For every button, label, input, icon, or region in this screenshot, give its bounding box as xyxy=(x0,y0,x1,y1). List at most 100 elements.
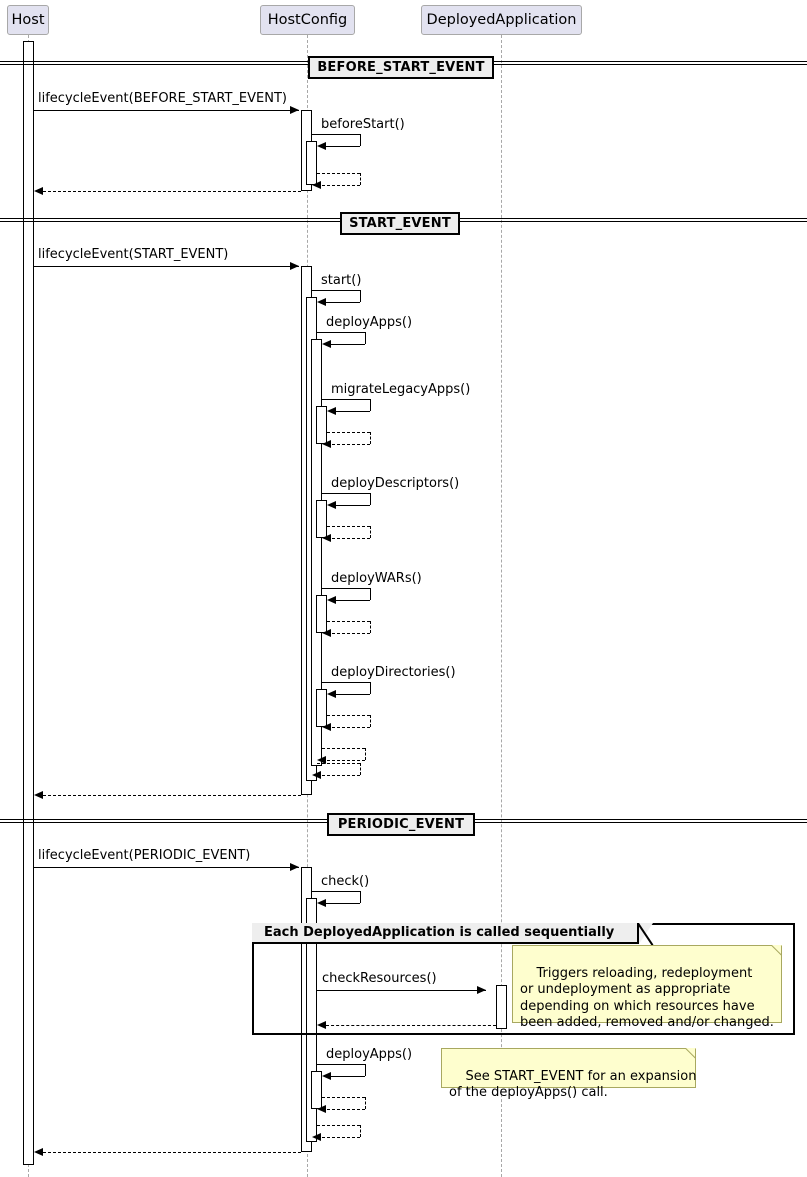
message-line-deploy-apps-ret-top xyxy=(322,748,365,749)
arrow-check-return xyxy=(312,1132,321,1141)
message-label-deploy-apps-periodic: deployApps() xyxy=(326,1047,413,1062)
activation-hostconfig-start-l3 xyxy=(311,339,322,766)
divider-before-start: BEFORE_START_EVENT xyxy=(308,56,494,79)
message-label-check-resources: checkResources() xyxy=(322,971,437,986)
arrow-migrate-legacy-apps xyxy=(327,406,336,415)
arrow-lifecycle-start xyxy=(290,261,299,270)
message-line-deploy-apps-periodic-bot xyxy=(327,1076,365,1077)
activation-host-root xyxy=(23,41,34,1165)
message-line-migrate-ret-bot xyxy=(332,444,370,445)
note-deploy-apps-fold-icon xyxy=(686,1048,696,1058)
participant-deployedapplication[interactable]: DeployedApplication xyxy=(421,5,582,35)
message-line-directories-ret-top xyxy=(327,715,370,716)
note-check-resources: Triggers reloading, redeployment or unde… xyxy=(512,945,782,1030)
arrow-migrate-legacy-apps-return xyxy=(322,439,331,448)
group-header-cut-corner xyxy=(639,923,653,944)
group-header-each-deployedapplication: Each DeployedApplication is called seque… xyxy=(252,923,639,944)
message-line-before-start-bot xyxy=(322,146,360,147)
message-line-descriptors-top xyxy=(322,493,370,494)
arrow-deploy-apps-periodic xyxy=(322,1071,331,1080)
activation-hostconfig-beforestart-l2 xyxy=(306,141,317,185)
message-label-deploy-descriptors: deployDescriptors() xyxy=(331,476,460,491)
arrow-check-resources xyxy=(477,985,486,994)
message-line-wars-ret-top xyxy=(327,621,370,622)
arrow-deploy-apps xyxy=(322,339,331,348)
participant-hostconfig-label: HostConfig xyxy=(267,12,348,28)
arrow-deploy-apps-return xyxy=(317,755,326,764)
message-line-directories-ret-bot xyxy=(332,727,370,728)
participant-host[interactable]: Host xyxy=(7,5,49,35)
message-line-migrate-bot xyxy=(332,411,370,412)
message-line-check-ret-bot xyxy=(322,1137,360,1138)
arrow-deploy-directories xyxy=(327,689,336,698)
arrow-lifecycle-before-start-return xyxy=(34,186,43,195)
message-line-deploy-apps-bot xyxy=(327,344,365,345)
message-line-before-start-ret-bot xyxy=(322,185,360,186)
message-label-lifecycle-before-start: lifecycleEvent(BEFORE_START_EVENT) xyxy=(38,91,287,106)
message-line-start-ret-bot xyxy=(322,775,360,776)
divider-before-start-label: BEFORE_START_EVENT xyxy=(317,60,485,75)
arrow-lifecycle-periodic xyxy=(290,862,299,871)
note-deploy-apps-text: See START_EVENT for an expansion of the … xyxy=(449,1068,697,1101)
divider-periodic: PERIODIC_EVENT xyxy=(327,813,475,836)
message-label-migrate-legacy-apps: migrateLegacyApps() xyxy=(331,382,471,397)
activation-hostconfig-descriptors-l4 xyxy=(316,500,327,538)
arrow-check-resources-return xyxy=(317,1020,326,1029)
group-header-label: Each DeployedApplication is called seque… xyxy=(264,925,615,940)
message-line-check-resources-return xyxy=(326,1025,496,1026)
message-line-check-ret-top xyxy=(317,1125,360,1126)
message-line-wars-ret-bot xyxy=(332,633,370,634)
message-vert-deploy-apps-periodic xyxy=(365,1064,366,1076)
arrow-deploy-apps-periodic-return xyxy=(317,1104,326,1113)
message-line-lifecycle-periodic-return xyxy=(43,1152,301,1153)
arrow-before-start-return xyxy=(312,180,321,189)
participant-hostconfig[interactable]: HostConfig xyxy=(260,5,355,35)
message-line-before-start-top xyxy=(312,134,360,135)
note-check-resources-fold-icon xyxy=(772,945,782,955)
message-line-start-top xyxy=(312,290,360,291)
message-vert-directories-ret xyxy=(370,715,371,727)
arrow-deploy-descriptors xyxy=(327,500,336,509)
message-line-descriptors-ret-top xyxy=(327,526,370,527)
activation-deployedapplication xyxy=(496,985,507,1029)
message-vert-deploy-apps-ret xyxy=(365,748,366,760)
message-label-before-start: beforeStart() xyxy=(321,117,405,132)
message-label-deploy-apps: deployApps() xyxy=(326,315,413,330)
message-line-directories-top xyxy=(322,682,370,683)
message-line-descriptors-bot xyxy=(332,505,370,506)
arrow-check xyxy=(317,898,326,907)
message-label-deploy-wars: deployWARs() xyxy=(331,571,422,586)
message-line-before-start-ret-top xyxy=(317,173,360,174)
message-vert-descriptors xyxy=(370,493,371,505)
lifeline-deployedapplication xyxy=(501,35,502,1177)
message-vert-wars xyxy=(370,588,371,600)
message-line-start-bot xyxy=(322,302,360,303)
message-vert-directories xyxy=(370,682,371,694)
message-line-lifecycle-periodic xyxy=(34,867,299,868)
message-line-check-bot xyxy=(322,903,360,904)
note-deploy-apps: See START_EVENT for an expansion of the … xyxy=(441,1048,696,1100)
message-vert-wars-ret xyxy=(370,621,371,633)
message-line-directories-bot xyxy=(332,694,370,695)
message-line-migrate-top xyxy=(322,399,370,400)
message-vert-deploy-apps xyxy=(365,332,366,344)
message-line-migrate-ret-top xyxy=(327,432,370,433)
arrow-before-start xyxy=(317,141,326,150)
participant-deployedapplication-label: DeployedApplication xyxy=(426,12,577,28)
arrow-lifecycle-periodic-return xyxy=(34,1147,43,1156)
message-vert-deploy-apps-periodic-ret xyxy=(365,1097,366,1109)
message-line-deploy-apps-periodic-ret-top xyxy=(322,1097,365,1098)
message-vert-descriptors-ret xyxy=(370,526,371,538)
activation-hostconfig-periodic-l2 xyxy=(306,898,317,1142)
message-line-deploy-apps-periodic-top xyxy=(317,1064,365,1065)
message-line-lifecycle-before-start xyxy=(34,110,299,111)
message-label-check: check() xyxy=(321,874,370,889)
message-line-check-top xyxy=(312,891,360,892)
message-line-start-ret-top xyxy=(317,763,360,764)
divider-start-label: START_EVENT xyxy=(349,216,451,231)
message-label-lifecycle-start: lifecycleEvent(START_EVENT) xyxy=(38,247,229,262)
message-vert-before-start xyxy=(360,134,361,146)
message-line-deploy-apps-periodic-ret-bot xyxy=(327,1109,365,1110)
message-vert-start xyxy=(360,290,361,302)
